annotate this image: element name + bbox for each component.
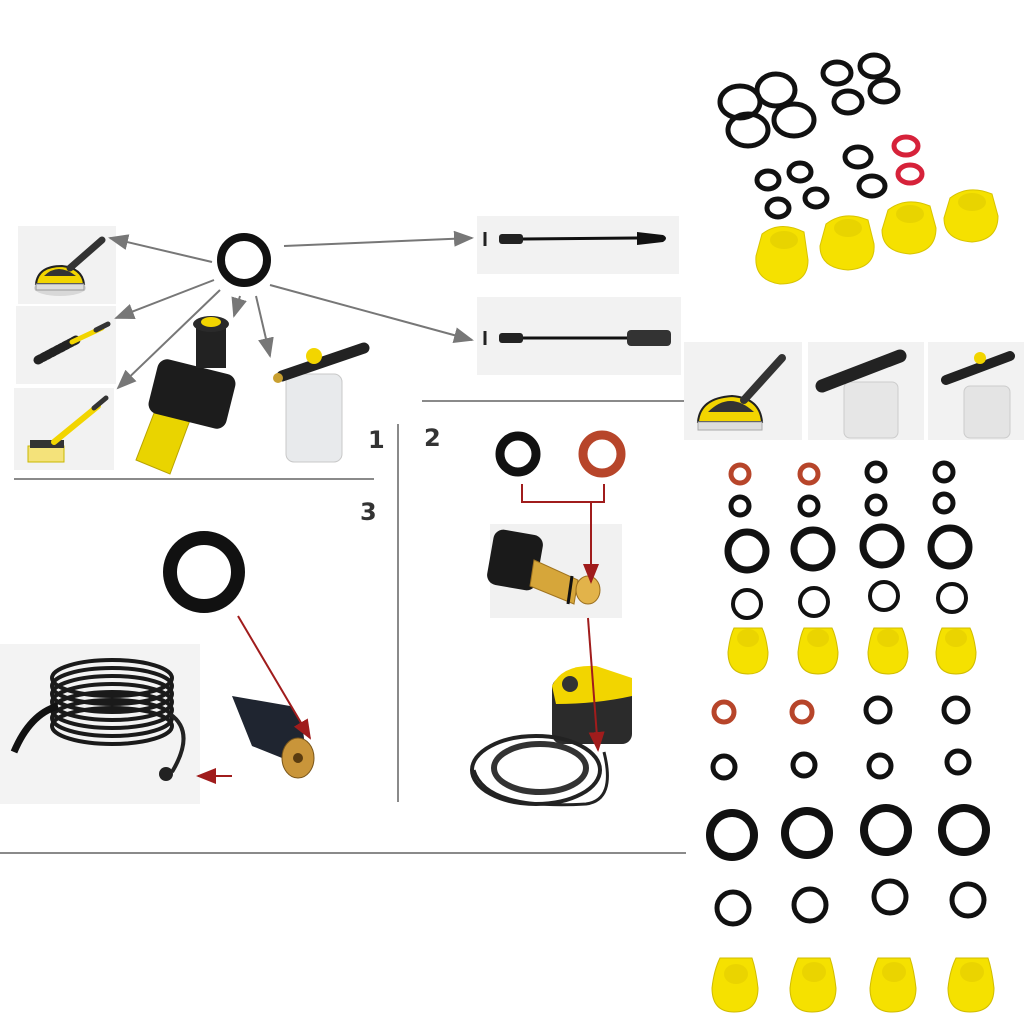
pressure-washer-unit-icon xyxy=(470,665,632,807)
photo-lance-vario xyxy=(477,297,681,375)
wash-brush-round-icon xyxy=(34,236,106,296)
o-ring-grid-b-icon xyxy=(706,695,995,1013)
diagram-1-arrows xyxy=(108,230,474,390)
photo-brass-connector xyxy=(487,524,622,618)
hose-coil-icon xyxy=(10,658,186,781)
brass-connector-icon xyxy=(487,529,601,605)
hose-brass-fitting-icon xyxy=(232,696,315,779)
section-label-3: 3 xyxy=(360,498,377,526)
lance-nozzle-icon xyxy=(483,232,666,246)
o-ring-kit-top-icon xyxy=(717,52,999,285)
foam-nozzle-bottle-icon xyxy=(273,342,370,463)
photo-wash-brush-round xyxy=(18,226,116,304)
divider-under-lances xyxy=(422,400,684,402)
kit-grid-a xyxy=(700,456,1024,684)
o-ring-grid-a-icon xyxy=(724,460,977,675)
black-o-ring-icon xyxy=(495,431,541,477)
diagram-2-red-arrows xyxy=(521,484,605,752)
wash-brush-flat-icon xyxy=(27,395,109,463)
accessory-foam-nozzle xyxy=(808,342,924,440)
wash-brush-icon xyxy=(696,354,786,431)
black-o-ring-large-icon xyxy=(163,531,245,613)
photo-wash-brush-flat xyxy=(14,388,114,470)
accessory-wash-brush xyxy=(684,342,802,440)
diagram-3-red-arrows xyxy=(196,615,312,784)
foam-nozzle-adjustable-icon xyxy=(941,351,1015,439)
divider-bottom xyxy=(0,852,686,854)
center-o-ring-icon xyxy=(217,233,271,287)
section-label-1: 1 xyxy=(368,426,385,454)
photo-wash-brush-long xyxy=(16,306,116,384)
foam-nozzle-icon xyxy=(815,349,907,439)
kit-grid-b xyxy=(690,690,1024,1020)
accessory-foam-nozzle-adjustable xyxy=(928,342,1024,440)
red-o-ring-icon xyxy=(578,430,626,478)
hose-adapter-icon xyxy=(135,316,236,475)
photo-lance-nozzle xyxy=(477,216,679,274)
photo-hose-coil xyxy=(0,644,200,804)
lance-vario-icon xyxy=(483,330,671,346)
divider-vertical xyxy=(397,424,399,802)
divider-under-section-1 xyxy=(14,478,374,480)
section-label-2: 2 xyxy=(424,424,441,452)
wash-brush-long-icon xyxy=(33,321,111,365)
kit-photo-top xyxy=(700,40,1024,310)
